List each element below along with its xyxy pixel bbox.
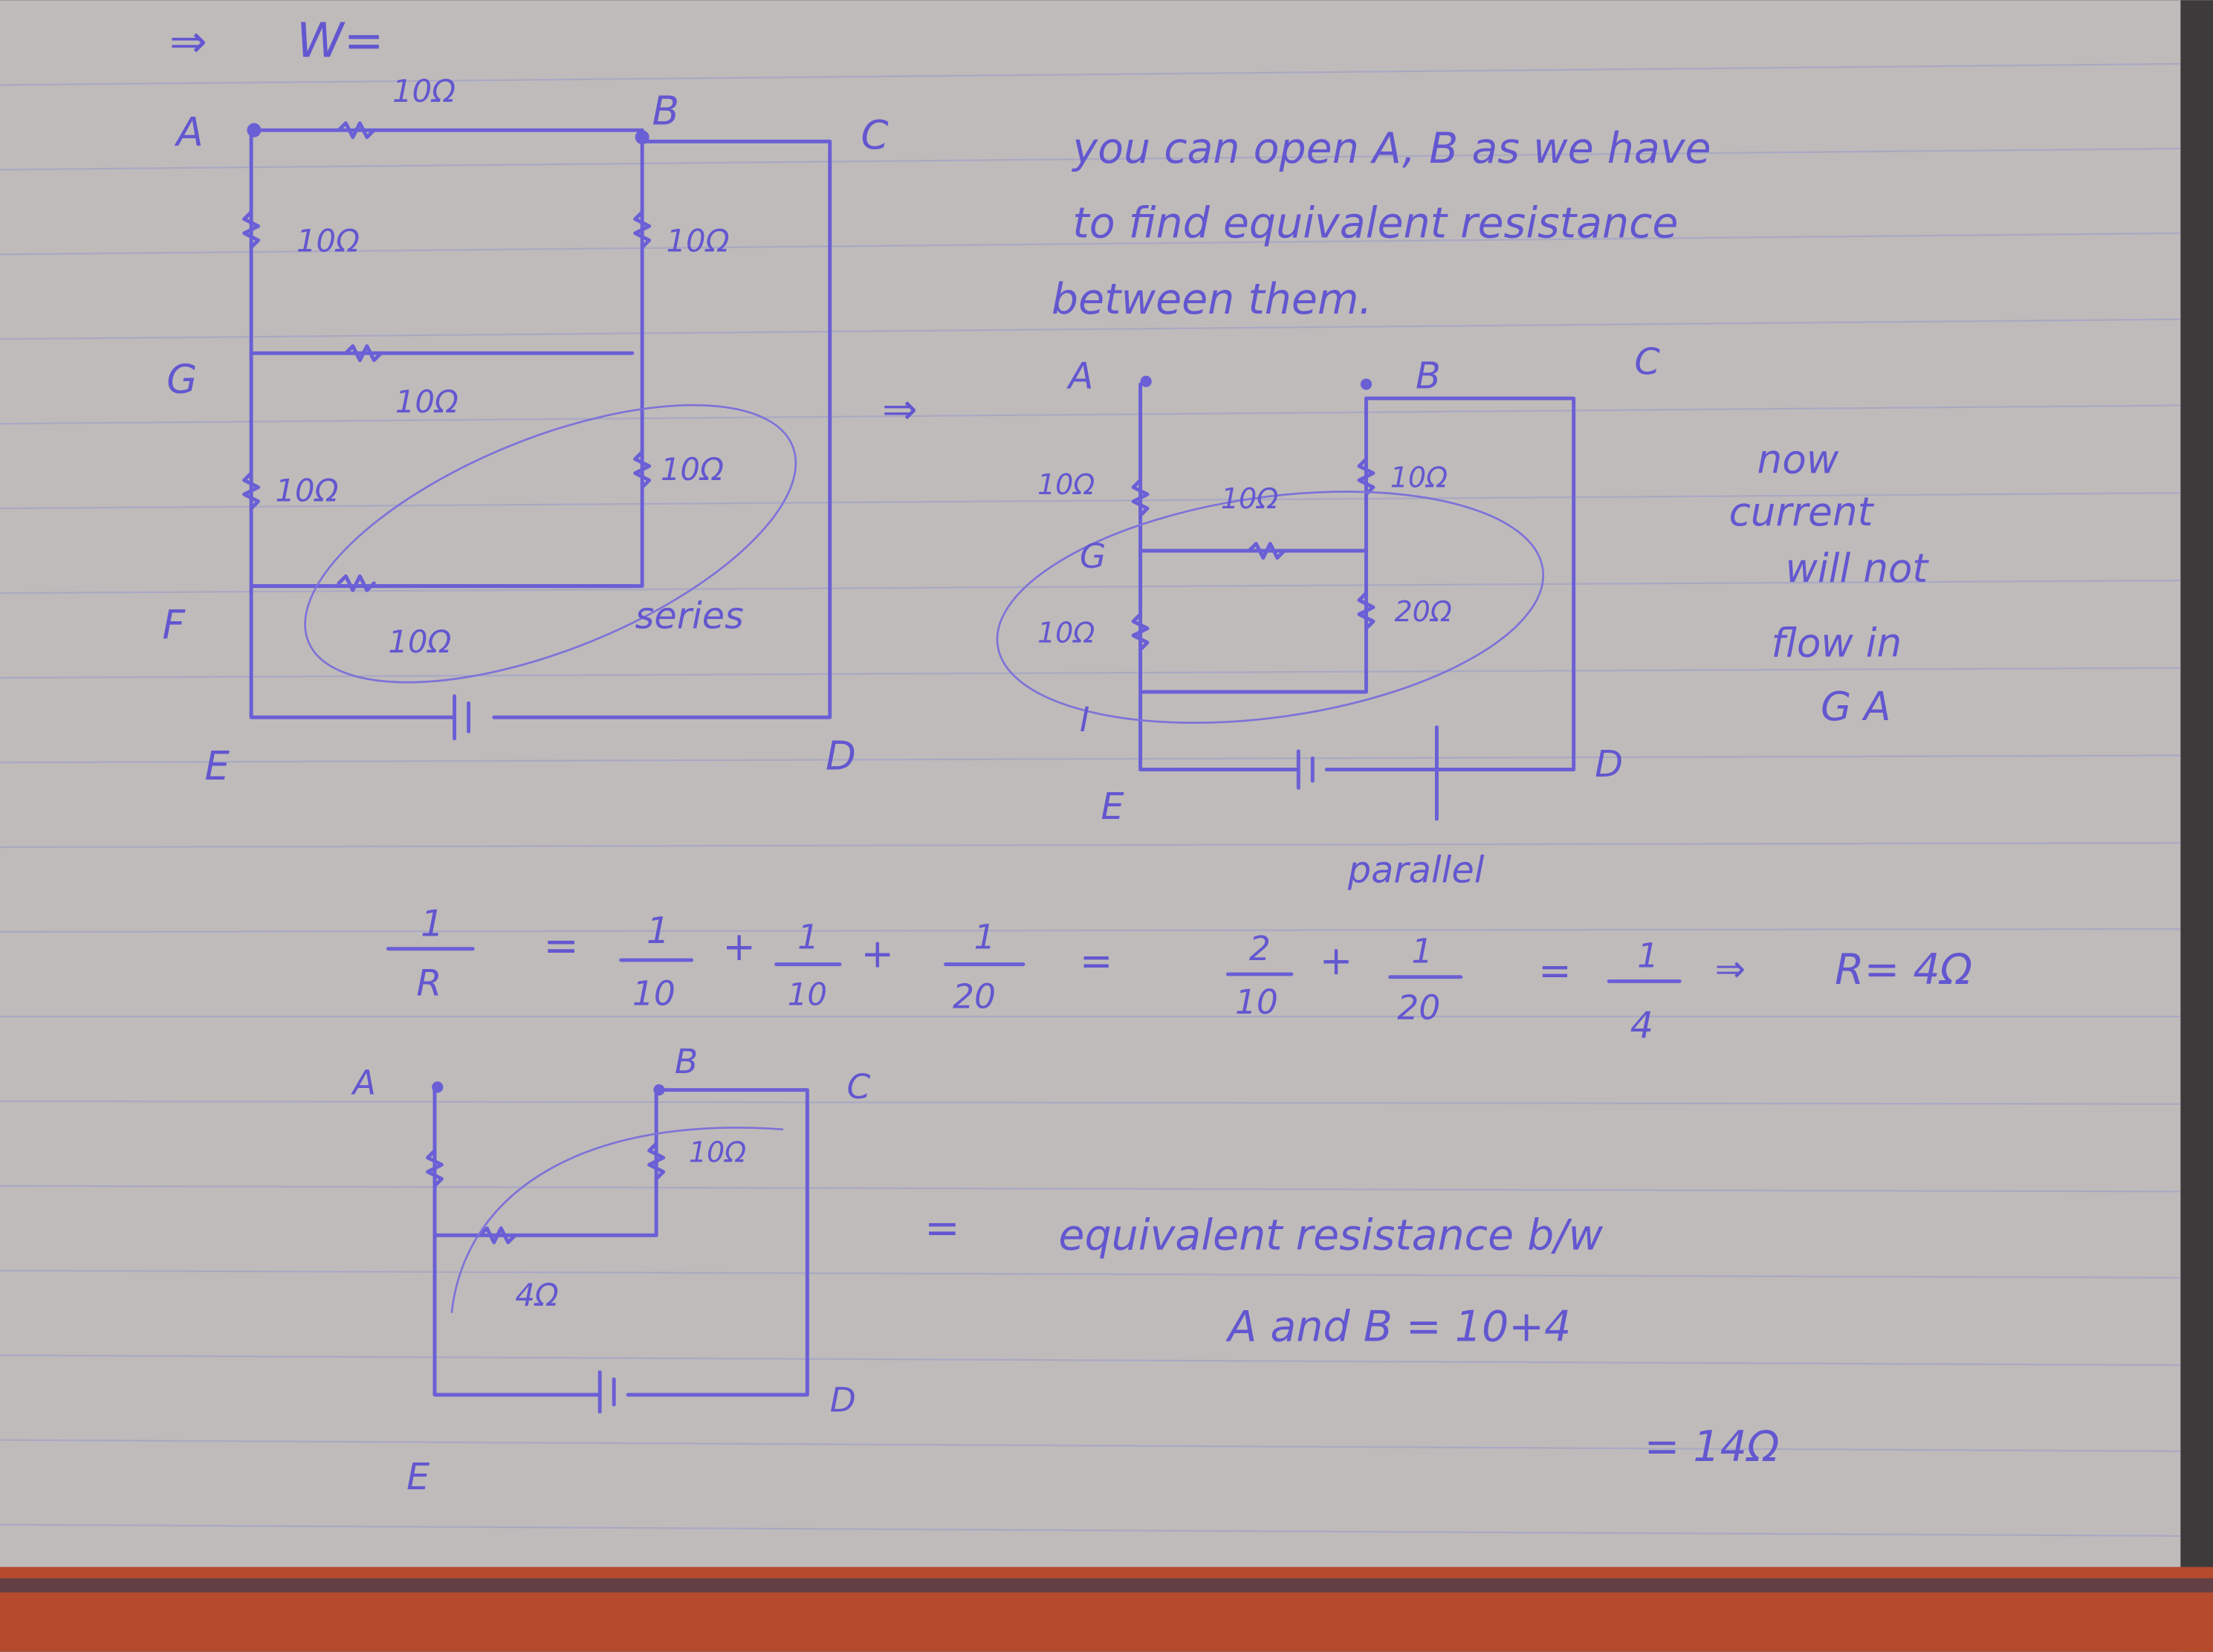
node-c-label: C <box>847 1067 871 1107</box>
fraction-num: 1 <box>1637 936 1659 975</box>
fraction-num: 1 <box>647 909 670 952</box>
note-line: current <box>1729 489 1875 535</box>
node-d-label: D <box>830 1381 856 1420</box>
node-b-label: B <box>1416 354 1441 398</box>
equals: = <box>543 921 579 971</box>
equals: = <box>1080 938 1113 984</box>
resistor-ab-value: 10Ω <box>392 73 456 109</box>
node-d-label: D <box>826 733 856 780</box>
resistor-b-value: 10Ω <box>666 223 729 259</box>
note-line: G A <box>1821 684 1890 730</box>
note-line: to find equivalent resistance <box>1072 199 1678 248</box>
resistor-b2-value: 10Ω <box>661 451 724 487</box>
paper <box>0 0 2180 1567</box>
node-a-label: A <box>1066 354 1094 398</box>
circuit-diagram-final: A B C D E 10Ω 4Ω <box>351 1042 871 1498</box>
node-c-label: C <box>861 112 889 158</box>
resistor-2-value: 10Ω <box>1037 617 1095 650</box>
note-open-ab: you can open A, B as we have to find equ… <box>1052 124 1711 324</box>
resistor-5-value: 10Ω <box>1221 482 1278 515</box>
fraction-den: R <box>416 961 441 1004</box>
resistor-g-value: 10Ω <box>395 383 459 420</box>
parallel-resistance-equation: 1 R = 1 10 + 1 10 + 1 20 = 2 10 + 1 20 =… <box>386 902 1972 1046</box>
note-line: you can open A, B as we have <box>1071 124 1711 173</box>
implies: ⇒ <box>1715 947 1746 990</box>
node-e-label: E <box>406 1455 430 1498</box>
note-line: between them. <box>1052 275 1373 324</box>
equals: = <box>1538 948 1572 994</box>
resistor-f-value: 10Ω <box>388 623 451 660</box>
node-d-label: D <box>1595 742 1623 785</box>
note-line: will not <box>1786 545 1930 592</box>
node-f-label: F <box>162 602 186 648</box>
current-label: I <box>1080 700 1089 739</box>
conclusion-line: equivalent resistance b/w <box>1058 1211 1603 1260</box>
conclusion-line: A and B = 10+4 <box>1225 1303 1571 1352</box>
node-b-label: B <box>675 1042 698 1081</box>
circuit-diagram-simplified: A B C D E G 10Ω 10Ω 10Ω 20Ω 10Ω I parall… <box>996 340 1660 891</box>
plus: + <box>722 924 756 970</box>
fraction-num: 1 <box>1411 932 1433 971</box>
plus: + <box>861 930 895 976</box>
node-e-label: E <box>204 743 230 789</box>
node-e-label: E <box>1101 785 1124 828</box>
resistor-3-value: 10Ω <box>1390 461 1448 494</box>
node-c-label: C <box>1634 340 1660 383</box>
plus: + <box>1320 938 1353 984</box>
series-label: series <box>635 595 744 638</box>
fraction-num: 1 <box>973 918 995 957</box>
node-g-label: G <box>1080 537 1106 576</box>
parallel-label: parallel <box>1347 848 1485 891</box>
resistor-b-value: 10Ω <box>689 1136 746 1169</box>
fraction-den: 10 <box>788 976 827 1013</box>
fraction-den: 10 <box>1235 982 1278 1022</box>
resistor-gf-value: 10Ω <box>275 473 338 509</box>
fraction-den: 10 <box>632 974 675 1014</box>
equals: = <box>924 1204 960 1253</box>
fraction-num: 1 <box>797 918 819 957</box>
node-a-label: A <box>351 1063 376 1102</box>
conclusion: = equivalent resistance b/w A and B = 10… <box>924 1204 1779 1471</box>
node-b-label: B <box>652 88 678 135</box>
note-line: now <box>1757 437 1839 483</box>
fraction-den: 20 <box>953 977 996 1017</box>
note-line: flow in <box>1772 621 1902 667</box>
w-label: W= <box>297 13 384 68</box>
fraction-num: 2 <box>1249 929 1271 968</box>
arrow-symbol: ⇒ <box>169 16 207 68</box>
notebook-binding <box>2180 0 2213 1652</box>
resistor-1-value: 10Ω <box>1037 468 1095 501</box>
conclusion-line: = 14Ω <box>1645 1422 1780 1471</box>
result-r: R= 4Ω <box>1835 945 1972 994</box>
fraction-den: 20 <box>1397 988 1440 1028</box>
ruled-lines <box>0 62 2181 1537</box>
resistor-4-value: 20Ω <box>1394 595 1451 628</box>
fraction-num: 1 <box>421 902 444 945</box>
resistor-ag-value: 10Ω <box>297 223 360 259</box>
note-no-current: now current will not flow in G A <box>1729 437 1930 730</box>
node-g-label: G <box>166 356 197 402</box>
resistor-eq-value: 4Ω <box>515 1277 559 1313</box>
node-a-label: A <box>174 109 203 155</box>
fraction-den: 4 <box>1630 1003 1653 1046</box>
arrow-symbol-2: ⇒ <box>882 385 918 434</box>
circuit-diagram-original: A B C D E F G 10Ω 10Ω 10Ω 10Ω 10Ω 10Ω 10… <box>162 73 888 789</box>
